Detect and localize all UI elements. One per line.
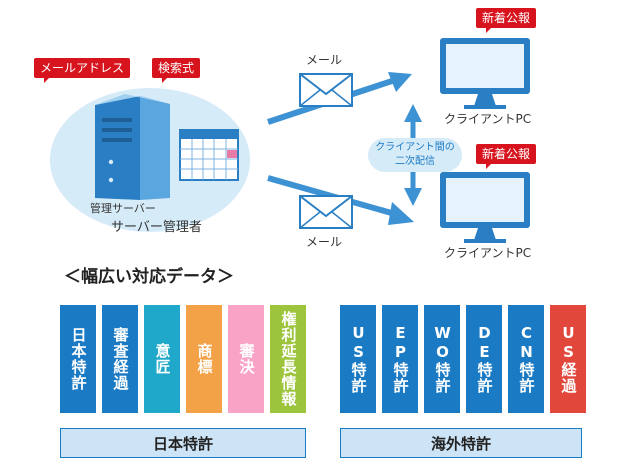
network-diagram bbox=[50, 38, 530, 243]
section-title: ＜幅広い対応データ＞ bbox=[64, 267, 234, 287]
data-card: 権利延長情報 bbox=[270, 305, 306, 413]
data-card: US特許 bbox=[340, 305, 376, 413]
data-card: 日本特許 bbox=[60, 305, 96, 413]
data-card: 意匠 bbox=[144, 305, 180, 413]
data-card: US経過 bbox=[550, 305, 586, 413]
mail-envelope-icon bbox=[299, 195, 353, 229]
overseas-group-bar: 海外特許 bbox=[340, 428, 582, 458]
data-card: 商標 bbox=[186, 305, 222, 413]
client-pc-label-bottom: クライアントPC bbox=[444, 246, 532, 260]
data-card: 審決 bbox=[228, 305, 264, 413]
server-icon bbox=[95, 94, 170, 200]
secondary-distribution-badge: クライアント間の 二次配信 bbox=[368, 138, 462, 172]
overseas-data-cards: US特許 EP特許 WO特許 DE特許 CN特許 US経過 bbox=[340, 305, 592, 413]
server-label: 管理サーバー bbox=[90, 202, 156, 215]
distribution-line1: クライアント間の bbox=[375, 142, 455, 153]
server-admin-label: サーバー管理者 bbox=[111, 220, 202, 235]
email-address-tag: メールアドレス bbox=[34, 58, 131, 83]
data-card: DE特許 bbox=[466, 305, 502, 413]
monitor-icon bbox=[440, 172, 530, 243]
japan-data-cards: 日本特許 審査経過 意匠 商標 審決 権利延長情報 bbox=[60, 305, 312, 413]
japan-group-bar: 日本特許 bbox=[60, 428, 306, 458]
mail-envelope-icon bbox=[299, 73, 353, 107]
data-card: WO特許 bbox=[424, 305, 460, 413]
distribution-line2: 二次配信 bbox=[395, 156, 435, 167]
data-card: EP特許 bbox=[382, 305, 418, 413]
search-query-tag: 検索式 bbox=[152, 58, 201, 83]
mail-label-top: メール bbox=[306, 53, 343, 67]
mail-label-bottom: メール bbox=[306, 235, 343, 249]
calendar-icon bbox=[179, 129, 239, 181]
client-pc-label-top: クライアントPC bbox=[444, 112, 532, 126]
new-publication-tag-bottom: 新着公報 bbox=[476, 144, 537, 169]
data-card: CN特許 bbox=[508, 305, 544, 413]
monitor-icon bbox=[440, 38, 530, 109]
new-publication-tag-top: 新着公報 bbox=[476, 8, 537, 33]
data-card: 審査経過 bbox=[102, 305, 138, 413]
